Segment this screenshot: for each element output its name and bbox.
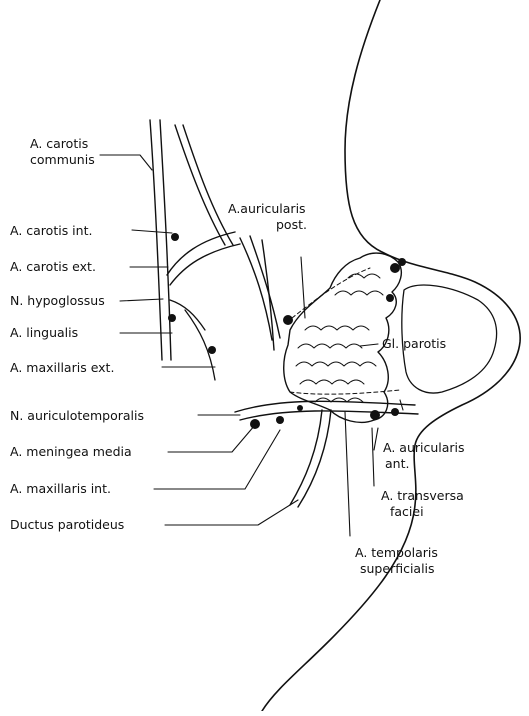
carotis-communis-vessel bbox=[150, 120, 162, 360]
carotis-int-vessel bbox=[175, 125, 225, 245]
label-auricularis-ant-2: ant. bbox=[385, 456, 409, 471]
posterior-vessel bbox=[262, 240, 274, 350]
label-auricularis-post-1: A.auricularis bbox=[228, 201, 306, 216]
label-hypoglossus: N. hypoglossus bbox=[10, 293, 105, 308]
label-auriculotemporalis: N. auriculotemporalis bbox=[10, 408, 144, 423]
label-lingualis: A. lingualis bbox=[10, 325, 78, 340]
label-auricularis-ant-1: A. auricularis bbox=[383, 440, 465, 455]
lingualis-vessel bbox=[170, 300, 205, 330]
label-carotis-int: A. carotis int. bbox=[10, 223, 92, 238]
label-maxillaris-int: A. maxillaris int. bbox=[10, 481, 111, 496]
label-carotis-communis-2: communis bbox=[30, 152, 95, 167]
label-carotis-ext: A. carotis ext. bbox=[10, 259, 96, 274]
label-carotis-communis-1: A. carotis bbox=[30, 136, 88, 151]
carotis-communis-vessel-2 bbox=[160, 120, 171, 360]
head-outline bbox=[262, 0, 520, 711]
label-temporalis-sup-1: A. tempolaris bbox=[355, 545, 438, 560]
carotis-ext-vessel-2 bbox=[170, 244, 240, 285]
ductus-parotideus-vessel-2 bbox=[298, 410, 331, 507]
maxillaris-ext-vessel bbox=[185, 310, 215, 380]
vessel-knots bbox=[168, 233, 406, 429]
carotis-ext-ascending-2 bbox=[250, 236, 280, 338]
carotis-int-vessel-2 bbox=[183, 125, 233, 245]
label-transversa-faciei-2: faciei bbox=[390, 504, 424, 519]
label-temporalis-sup-2: superficialis bbox=[360, 561, 435, 576]
parotid-lobules bbox=[296, 274, 383, 402]
label-transversa-faciei-1: A. transversa bbox=[381, 488, 464, 503]
ductus-parotideus-vessel bbox=[290, 410, 322, 505]
label-auricularis-post-2: post. bbox=[276, 217, 307, 232]
label-meningea-media: A. meningea media bbox=[10, 444, 132, 459]
label-maxillaris-ext: A. maxillaris ext. bbox=[10, 360, 114, 375]
label-gl-parotis: Gl. parotis bbox=[382, 336, 446, 351]
label-ductus-parotideus: Ductus parotideus bbox=[10, 517, 124, 532]
